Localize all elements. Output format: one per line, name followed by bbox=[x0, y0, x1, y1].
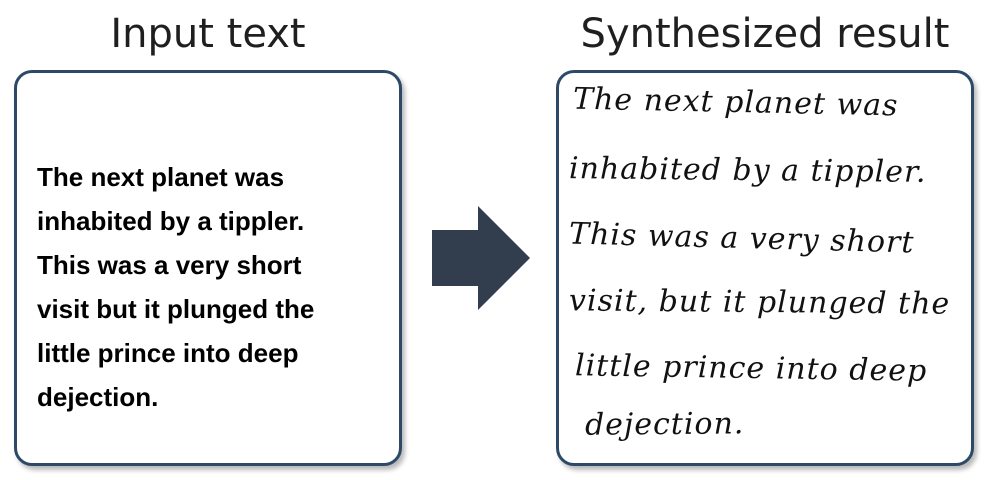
input-text-paragraph: The next planet was inhabited by a tippl… bbox=[37, 155, 392, 419]
input-line: dejection. bbox=[37, 382, 159, 412]
handwritten-line: little prince into deep bbox=[574, 348, 928, 389]
handwritten-line: This was a very short bbox=[568, 216, 915, 261]
handwritten-line: visit, but it plunged the bbox=[568, 283, 951, 322]
input-line: little prince into deep bbox=[37, 338, 299, 368]
handwritten-line: dejection. bbox=[584, 406, 745, 443]
input-line: visit but it plunged the bbox=[37, 294, 315, 324]
input-text-box: The next planet was inhabited by a tippl… bbox=[14, 70, 402, 466]
input-line: This was a very short bbox=[37, 250, 302, 280]
handwritten-line: inhabited by a tippler. bbox=[568, 151, 927, 190]
synthesized-result-box: The next planet was inhabited by a tippl… bbox=[556, 70, 974, 466]
input-line: The next planet was bbox=[37, 162, 285, 192]
input-text-heading: Input text bbox=[110, 11, 306, 57]
synthesized-result-heading: Synthesized result bbox=[580, 11, 950, 57]
input-line: inhabited by a tippler. bbox=[37, 206, 305, 236]
handwritten-line: The next planet was bbox=[572, 81, 899, 124]
right-arrow-icon bbox=[432, 206, 530, 310]
